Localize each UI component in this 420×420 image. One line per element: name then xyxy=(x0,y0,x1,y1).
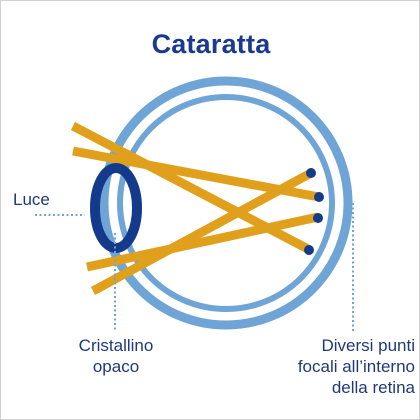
light-rays xyxy=(70,122,320,295)
light-label: Luce xyxy=(13,190,50,209)
focal-point-dot xyxy=(304,245,314,255)
opaque-lens-label-line: opaco xyxy=(92,357,140,376)
focal-points-label-line: Diversi punti xyxy=(321,336,415,355)
opaque-lens-label-line: Cristallino xyxy=(78,336,154,355)
focal-points xyxy=(304,168,324,255)
light-ray xyxy=(90,169,314,295)
focal-points-label: Diversi punti focali all’interno della r… xyxy=(277,335,415,398)
diagram-title: Cataratta xyxy=(151,29,271,59)
focal-point-dot xyxy=(313,213,323,223)
light-ray xyxy=(86,212,319,272)
focal-point-dot xyxy=(314,192,324,202)
eyeball-outer-ring xyxy=(99,76,353,330)
focal-point-dot xyxy=(306,168,316,178)
opaque-lens-label: Cristallino opaco xyxy=(68,335,164,377)
focal-points-label-line: focali all’interno xyxy=(297,357,415,376)
focal-points-label-line: della retina xyxy=(331,378,415,397)
leader-lines xyxy=(35,203,354,331)
eyeball-inner-ring xyxy=(117,94,335,312)
